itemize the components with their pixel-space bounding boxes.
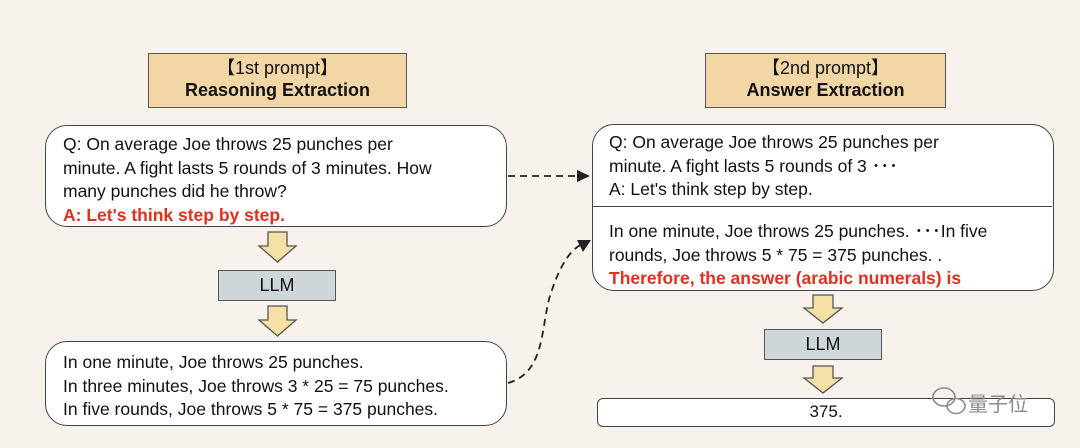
dashed-curve-arrow <box>507 243 583 384</box>
prompt2-reasoning-line: In one minute, Joe throws 25 punches. ･･… <box>609 221 988 241</box>
prompt1-question-line: minute. A fight lasts 5 rounds of 3 minu… <box>63 157 432 178</box>
prompt1-header-title: Reasoning Extraction <box>184 80 371 100</box>
final-answer: 375. <box>809 402 843 421</box>
prompt1-header-line1: 【1st prompt】 <box>216 58 339 78</box>
prompt2-reasoning-section: In one minute, Joe throws 25 punches. ･･… <box>609 220 987 291</box>
prompt2-llm-box: LLM <box>764 329 882 360</box>
arrowhead-icon <box>577 170 590 182</box>
prompt2-llm-label: LLM <box>805 334 841 354</box>
prompt1-question-line: Q: On average Joe throws 25 punches per <box>63 134 393 154</box>
prompt1-trigger: A: Let's think step by step. <box>63 204 285 225</box>
prompt2-question-section: Q: On average Joe throws 25 punches per … <box>609 131 939 202</box>
prompt2-header-title: Answer Extraction <box>746 80 905 100</box>
prompt1-output-line: In three minutes, Joe throws 3 * 25 = 75… <box>63 375 449 396</box>
prompt1-output-line: In five rounds, Joe throws 5 * 75 = 375 … <box>63 399 439 419</box>
prompt2-box: Q: On average Joe throws 25 punches per … <box>592 124 1054 291</box>
prompt1-output-line: In one minute, Joe throws 25 punches. <box>63 352 364 372</box>
prompt2-question-line: Q: On average Joe throws 25 punches per <box>609 132 939 152</box>
final-answer-box: 375. <box>597 398 1055 427</box>
prompt2-divider <box>593 206 1052 207</box>
down-arrow-icon <box>802 365 844 394</box>
prompt1-llm-label: LLM <box>259 275 295 295</box>
prompt1-header: 【1st prompt】 Reasoning Extraction <box>148 53 407 108</box>
prompt2-header-line1: 【2nd prompt】 <box>761 58 890 78</box>
prompt2-reasoning-line: rounds, Joe throws 5 * 75 = 375 punches.… <box>609 244 943 265</box>
prompt2-question-line: minute. A fight lasts 5 rounds of 3 ･･･ <box>609 155 898 176</box>
down-arrow-icon <box>802 294 844 324</box>
prompt2-question-line: A: Let's think step by step. <box>609 179 813 199</box>
down-arrow-icon <box>257 305 298 337</box>
prompt1-llm-box: LLM <box>218 270 336 301</box>
prompt2-trigger: Therefore, the answer (arabic numerals) … <box>609 268 962 288</box>
watermark-text: 量子位 <box>968 392 1028 416</box>
prompt1-question-line: many punches did he throw? <box>63 181 287 201</box>
down-arrow-icon <box>257 231 298 263</box>
prompt1-question-box: Q: On average Joe throws 25 punches per … <box>45 125 507 227</box>
arrowhead-icon <box>577 240 591 252</box>
wechat-logo-icon <box>932 387 966 415</box>
prompt1-output-box: In one minute, Joe throws 25 punches. In… <box>45 341 507 426</box>
prompt2-header: 【2nd prompt】 Answer Extraction <box>705 53 946 108</box>
